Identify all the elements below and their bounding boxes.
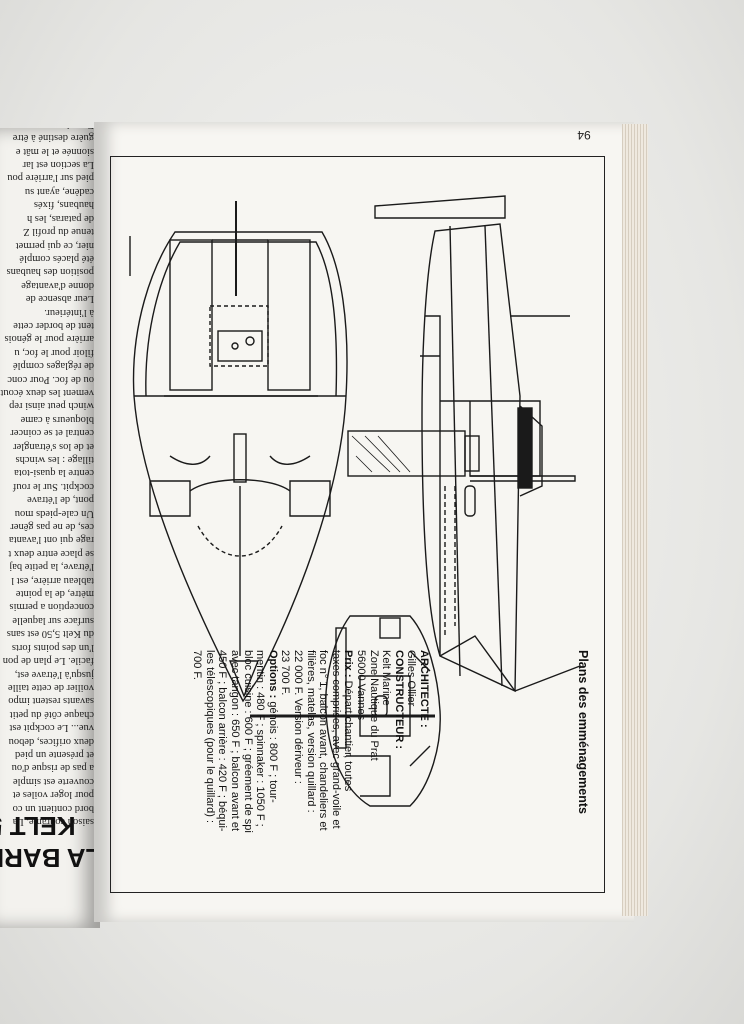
left-page-text-line: La section est lar xyxy=(22,159,94,171)
left-page-text-line: guère destiné à être xyxy=(12,132,94,144)
hull-section-view xyxy=(250,615,441,807)
left-page-text-line: conception a permis xyxy=(9,601,94,613)
left-page-text-line: facile. Le plan de pon xyxy=(2,655,94,667)
specs-block: Plans des emménagements ARCHITECTE : Gil… xyxy=(130,650,590,880)
left-page-text-line: pour loger voiles et xyxy=(12,789,94,801)
price-line: 23 700 F. xyxy=(279,650,292,696)
price-line: 22 000 F. Version dériveur : xyxy=(292,650,305,784)
left-page-text-line: nier, ce qui permet xyxy=(15,239,94,251)
left-page-text-line: cadène, ayant su xyxy=(24,185,94,197)
left-page-text-line: et de los s'étrangler xyxy=(13,440,94,452)
left-page-text-line: Leur absence de xyxy=(25,293,94,305)
left-page-text-line: été placés complé xyxy=(19,252,94,264)
page-edges xyxy=(622,124,648,916)
left-page-text-line: central et se coincer xyxy=(10,427,94,439)
left-page-text-line: pied sur l'arrière pou xyxy=(7,172,94,184)
left-page-text-line: haubans, fixés xyxy=(33,199,94,211)
left-page-text-line: surface sur laquelle xyxy=(12,614,94,626)
hull-side-view xyxy=(347,195,581,693)
left-page-text-line: du Kelt 5,50 est sans xyxy=(6,628,94,640)
left-page-text-line: se place entre deux t xyxy=(8,547,94,559)
specs-rotated-column: Plans des emménagements ARCHITECTE : Gil… xyxy=(130,650,590,880)
left-page-text-line: bloqueurs à came xyxy=(20,413,94,425)
left-page-text-line: savants restent impo xyxy=(8,695,94,707)
left-page-text-line: l'étrave, la petite baj xyxy=(9,561,94,573)
options-line: mentin : 480 F ; spinnaker : 1050 F ; xyxy=(254,650,267,827)
page-number: 94 xyxy=(577,128,591,142)
boat-plans-drawing xyxy=(129,195,581,807)
price-label: Prix : xyxy=(342,650,355,678)
price-line: Départ chantier, toutes xyxy=(342,680,355,792)
left-page-text-line: mètre, de la pointe xyxy=(15,588,94,600)
plans-title: Plans des emménagements xyxy=(576,650,590,814)
price-line: taxes comprises, avec grand-voile et xyxy=(329,650,342,829)
builder-address-2: 56000 Vannes xyxy=(355,650,368,721)
left-page-text-line: pont, de l'étrave xyxy=(27,494,94,506)
headline-line-2: KELT 5 xyxy=(0,811,76,841)
left-page-text-line: ces, de ne pas gêner xyxy=(10,521,94,533)
left-page-text-line: à l'intérieur. xyxy=(44,306,94,318)
right-page xyxy=(94,122,634,922)
left-page-text-line: tillage : les winchs xyxy=(15,454,94,466)
plan-frame xyxy=(110,156,605,893)
left-page-text-line: tenue du profil Z xyxy=(23,226,94,238)
left-page-text-line: position des haubans xyxy=(6,266,95,278)
left-page-headline: A LA BARRE KELT 5 xyxy=(0,811,126,912)
left-page-text-line: Un cale-pieds mou xyxy=(14,507,94,519)
left-page-text-line: donne d'avantage xyxy=(21,279,94,291)
hull-top-view xyxy=(129,201,348,703)
left-page-text-line: tableau arrière, est l xyxy=(11,574,94,586)
architect-label: ARCHITECTE : xyxy=(418,650,430,728)
builder-address-1: Zone Nautique du Prat xyxy=(367,650,380,761)
left-page-text-line: voilier de cette taille xyxy=(8,681,94,693)
left-page-text-line: couverte est simple xyxy=(12,775,94,787)
left-page-text-line: rage qui ont l'avanta xyxy=(9,534,94,546)
left-page-text-line: ou de foc. Pour conc xyxy=(7,373,94,385)
left-page-text-line: jusqu'à l'étrave est, xyxy=(14,668,94,680)
left-page-text-line: de pataras, les h xyxy=(26,212,94,224)
left-page-text-line: cockpit. Sur le rouf xyxy=(12,480,94,492)
left-page-text-line: winch peut ainsi rep xyxy=(9,400,94,412)
options-line: 700 F. xyxy=(191,650,204,680)
left-page-text-line: vement les deux écoute xyxy=(0,387,94,398)
left-page-text-line: chaque côté du petit xyxy=(9,708,94,720)
builder-name: Kelt Marine xyxy=(380,650,393,706)
left-page-text-line: vue... Le cockpit est xyxy=(9,722,94,734)
left-page-text-line: de réglages complé xyxy=(12,360,94,372)
options-label: Options : xyxy=(266,650,279,699)
left-page-text-line: sionnée et le mât e xyxy=(15,145,94,157)
options-line: les télescopiques (pour le quillard) : xyxy=(203,650,216,824)
price-line: foc n° 1, balcon avant, chandeliers et xyxy=(317,650,330,831)
left-page-text-line: et présente un pied xyxy=(14,748,94,760)
left-page-text-line: deux orifices, debou xyxy=(8,735,94,747)
options-line: génois : 800 F ; tour- xyxy=(266,701,279,803)
builder-label: CONSTRUCTEUR : xyxy=(392,650,405,749)
left-page-text-line: a pas de risque d'ou xyxy=(11,762,94,774)
architect-name: Gilles Ollier xyxy=(405,650,418,707)
left-page-text-line: filoir pour le foc, u xyxy=(14,346,94,358)
price-line: filières, matelas, version quillard : xyxy=(304,650,317,813)
options-line: avec tangon : 650 F ; balcon avant et xyxy=(229,650,242,832)
left-page-text-line: centre la quasi-tota xyxy=(14,467,94,479)
options-line: bloc cuisine : 600 F ; gréement de spi xyxy=(241,650,254,833)
options-line: 450 F ; balcon arrière : 420 F ; béqui- xyxy=(216,650,229,832)
specs-text: ARCHITECTE : Gilles Ollier CONSTRUCTEUR … xyxy=(191,650,430,875)
left-page-text-line: l'un des points forts xyxy=(11,641,94,653)
left-page-text-line: tent de border cette xyxy=(13,319,94,331)
left-page-text-line: arrière pour le génois xyxy=(4,333,94,345)
